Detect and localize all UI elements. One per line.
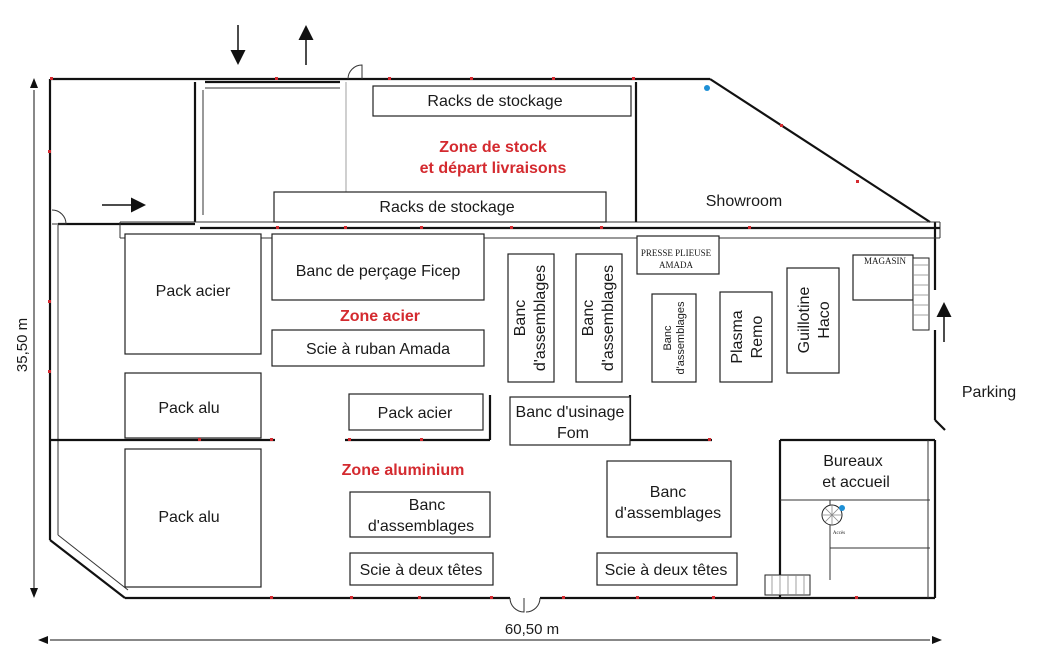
banc-assemblages-v3-line2: d'assemblages <box>675 301 687 375</box>
scie-deux-tetes-right <box>596 552 738 586</box>
racks-bottom-label: Racks de stockage <box>379 199 514 216</box>
banc-assemblages-v3-line1: Banc <box>662 325 674 351</box>
width-label: 60,50 m <box>505 621 559 638</box>
banc-assemblages-v1 <box>507 253 555 383</box>
banc-usinage-line2: Fom <box>557 425 589 442</box>
banc-assemblages-v1-line2: d'assemblages <box>532 265 549 371</box>
dimension-width: 60,50 m <box>38 621 942 644</box>
banc-percage-label: Banc de perçage Ficep <box>296 263 461 280</box>
spiral-stair-icon <box>821 504 845 526</box>
racks-bottom <box>273 191 607 223</box>
scie-deux-tetes-left-label: Scie à deux têtes <box>360 562 483 579</box>
pack-acier-left <box>124 233 262 355</box>
scie-deux-tetes-right-label: Scie à deux têtes <box>605 562 728 579</box>
plasma-line1: Plasma <box>729 310 746 363</box>
banc-assemblages-v3 <box>651 293 697 383</box>
zone-stock-line2: et départ livraisons <box>420 160 567 177</box>
banc-assemblages-left-line2: d'assemblages <box>368 518 474 535</box>
presse-plieuse <box>636 235 720 275</box>
pack-acier-center <box>348 393 484 431</box>
banc-percage <box>271 233 485 301</box>
pack-acier-left-label: Pack acier <box>156 283 231 300</box>
presse-line1: PRESSE PLIEUSE <box>641 248 712 258</box>
pack-alu-bottom <box>124 448 262 588</box>
banc-assemblages-right-line1: Banc <box>650 484 686 501</box>
guillotine-haco <box>786 267 840 374</box>
zone-stock-line1: Zone de stock <box>439 139 547 156</box>
guillotine-line1: Guillotine <box>796 287 813 354</box>
plasma-line2: Remo <box>749 316 766 359</box>
banc-assemblages-v1-line1: Banc <box>512 300 529 336</box>
plasma-remo <box>719 291 773 383</box>
bureaux-line2: et accueil <box>822 474 890 491</box>
pack-alu-mid-label: Pack alu <box>158 400 219 417</box>
banc-assemblages-v2 <box>575 253 623 383</box>
scie-ruban-label: Scie à ruban Amada <box>306 341 450 358</box>
banc-assemblages-left-line1: Banc <box>409 497 445 514</box>
showroom-label: Showroom <box>706 193 782 210</box>
height-label: 35,50 m <box>14 318 31 372</box>
wall-ticks <box>48 77 859 599</box>
banc-assemblages-right-line2: d'assemblages <box>615 505 721 522</box>
presse-line2: AMADA <box>659 260 694 270</box>
banc-usinage-line1: Banc d'usinage <box>516 404 625 421</box>
banc-assemblages-left <box>349 491 491 538</box>
parking-label: Parking <box>962 384 1016 401</box>
pack-alu-mid <box>124 372 262 439</box>
scie-deux-tetes-left <box>349 552 494 586</box>
banc-assemblages-v2-line1: Banc <box>580 300 597 336</box>
racks-top-label: Racks de stockage <box>427 93 562 110</box>
pack-acier-center-label: Pack acier <box>378 405 453 422</box>
banc-assemblages-v2-line2: d'assemblages <box>600 265 617 371</box>
scie-ruban <box>271 329 485 367</box>
zone-aluminium-label: Zone aluminium <box>342 462 465 479</box>
racks-top <box>372 85 632 117</box>
blue-marker <box>704 85 710 91</box>
magasin-label: MAGASIN <box>864 256 907 266</box>
bureaux-line1: Bureaux <box>823 453 883 470</box>
banc-assemblages-right <box>606 460 732 538</box>
wc-label: Accès <box>833 531 845 536</box>
zone-acier-label: Zone acier <box>340 308 420 325</box>
banc-usinage <box>509 396 631 446</box>
guillotine-line2: Haco <box>816 301 833 338</box>
dimension-height: 35,50 m <box>14 78 38 598</box>
pack-alu-bottom-label: Pack alu <box>158 509 219 526</box>
